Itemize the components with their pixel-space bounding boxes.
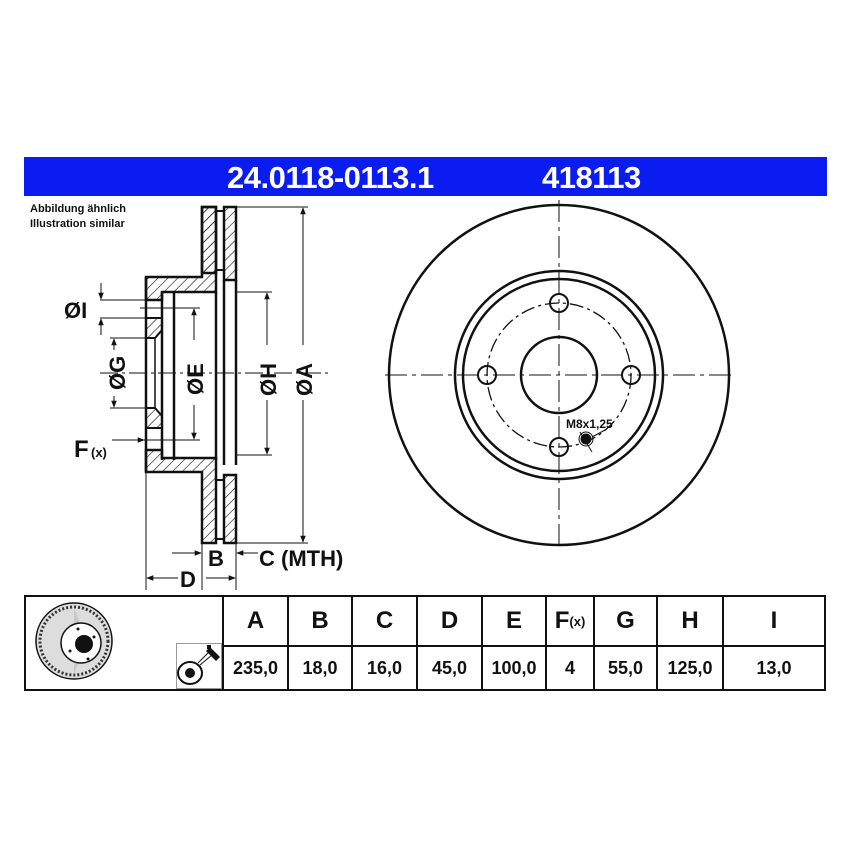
header-b: B [289, 597, 351, 647]
illustration-note: Abbildung ähnlich Illustration similar [30, 202, 126, 232]
header-d: D [418, 597, 481, 647]
col-g: G 55,0 [593, 597, 656, 689]
dimension-labels: ØI ØG ØE ØH ØA F (x) B C (MTH) D [64, 298, 343, 592]
col-c: C 16,0 [351, 597, 416, 689]
thread-size-label: M8x1,25 [566, 417, 613, 431]
coated-disc-spray-icon [176, 643, 222, 689]
label-dim-f: F [74, 436, 89, 463]
header-i: I [724, 597, 824, 647]
label-dim-i: ØI [64, 298, 87, 323]
label-dim-f-sub: (x) [91, 445, 107, 460]
label-dim-e: ØE [183, 363, 208, 395]
thumbnail-cell [26, 597, 224, 689]
label-dim-d: D [180, 567, 196, 592]
label-dim-c: C (MTH) [259, 546, 343, 571]
note-german: Abbildung ähnlich [30, 203, 126, 215]
col-f: F(x) 4 [545, 597, 593, 689]
title-banner: 24.0118-0113.1 418113 [24, 157, 827, 196]
note-english: Illustration similar [30, 218, 125, 230]
col-a: A 235,0 [222, 597, 287, 689]
value-b: 18,0 [302, 657, 338, 678]
value-c: 16,0 [366, 657, 403, 678]
col-e: E 100,0 [481, 597, 545, 689]
value-f: 4 [564, 657, 575, 678]
header-e: E [483, 597, 545, 647]
part-number: 24.0118-0113.1 [227, 160, 434, 195]
front-view [385, 200, 735, 550]
cross-section-view [98, 205, 330, 590]
col-d: D 45,0 [416, 597, 481, 689]
col-h: H 125,0 [656, 597, 722, 689]
col-b: B 18,0 [287, 597, 351, 689]
label-dim-h: ØH [256, 363, 281, 396]
col-i: I 13,0 [722, 597, 824, 689]
header-a: A [224, 597, 287, 647]
spec-table: A 235,0 B 18,0 C 16,0 D 45,0 E 100,0 F(x… [24, 595, 826, 691]
label-dim-g: ØG [105, 356, 130, 390]
value-a: 235,0 [232, 657, 279, 678]
header-h: H [658, 597, 722, 647]
header-g: G [595, 597, 656, 647]
header-c: C [353, 597, 416, 647]
brake-disc-thumbnail-icon [35, 602, 113, 680]
value-i: 13,0 [756, 657, 792, 678]
value-e: 100,0 [491, 657, 537, 678]
reference-number: 418113 [542, 160, 641, 195]
value-d: 45,0 [431, 657, 468, 678]
header-f: F(x) [547, 597, 593, 647]
value-h: 125,0 [667, 657, 713, 678]
value-g: 55,0 [607, 657, 644, 678]
label-dim-b: B [208, 546, 224, 571]
label-dim-a: ØA [292, 363, 317, 396]
